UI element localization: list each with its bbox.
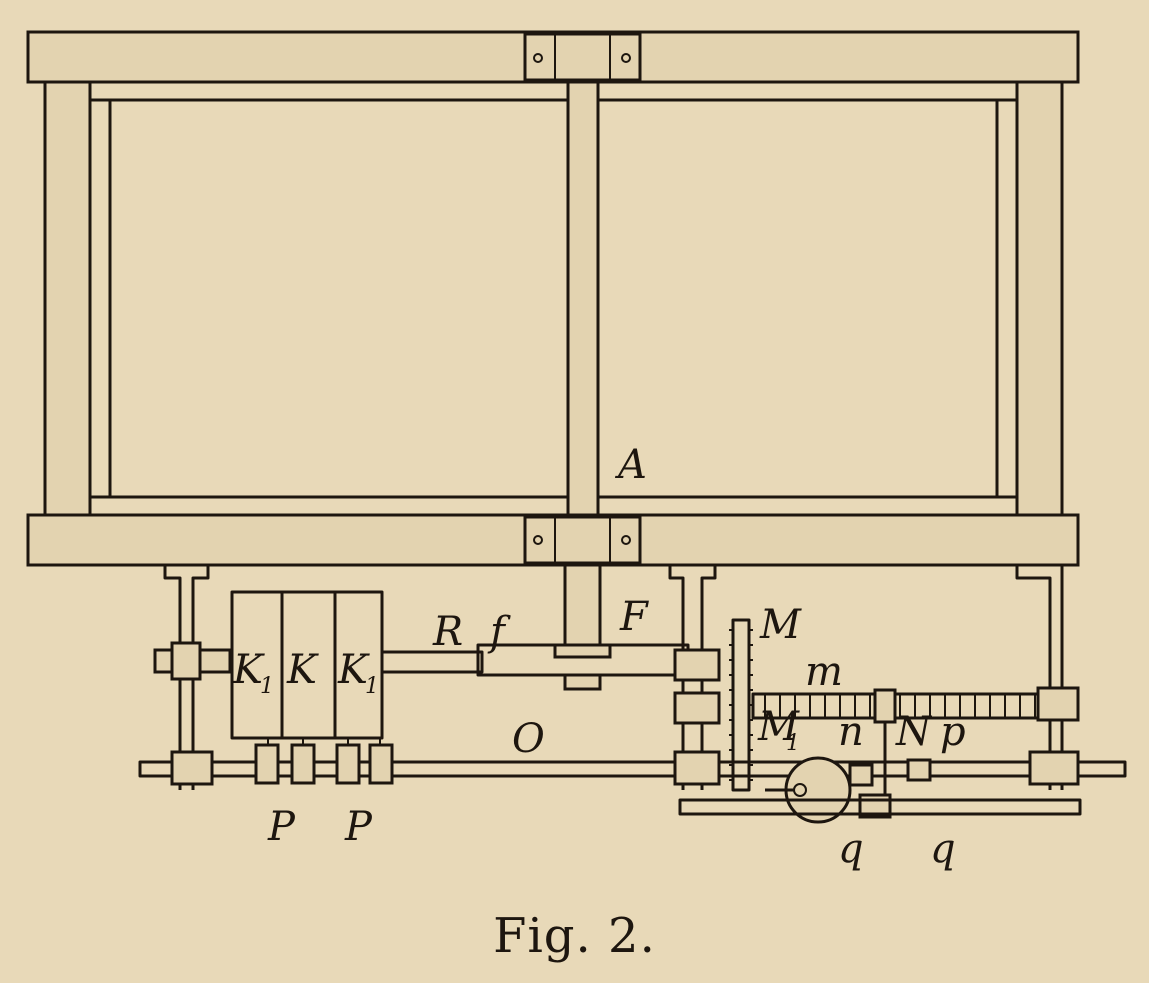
- label-N: N: [895, 709, 933, 755]
- drive-mechanism: [138, 563, 1127, 824]
- label-n: n: [838, 709, 864, 755]
- label-K: K: [286, 647, 319, 693]
- label-q-1: q: [838, 826, 864, 872]
- diagram-labels: A R f F M m K 1 K K 1 M 1 O n N p P P q …: [232, 442, 966, 872]
- label-K1-left: K: [232, 647, 265, 693]
- label-m: m: [805, 649, 843, 695]
- label-M1-sub: 1: [786, 731, 800, 756]
- frame-A: [26, 30, 1080, 567]
- label-f: f: [487, 609, 511, 655]
- label-q-2: q: [930, 826, 956, 872]
- label-P-2: P: [344, 804, 373, 850]
- figure-caption: Fig. 2.: [493, 908, 656, 964]
- label-O: O: [512, 716, 545, 762]
- label-P-1: P: [267, 804, 296, 850]
- label-F: F: [619, 594, 649, 640]
- label-K1-right: K: [337, 647, 370, 693]
- label-M: M: [759, 602, 802, 648]
- label-M1: M: [757, 704, 800, 750]
- label-R: R: [432, 609, 463, 655]
- label-p: p: [940, 709, 966, 755]
- label-A: A: [614, 442, 647, 488]
- label-K1-left-sub: 1: [260, 674, 274, 699]
- label-K1-right-sub: 1: [365, 674, 379, 699]
